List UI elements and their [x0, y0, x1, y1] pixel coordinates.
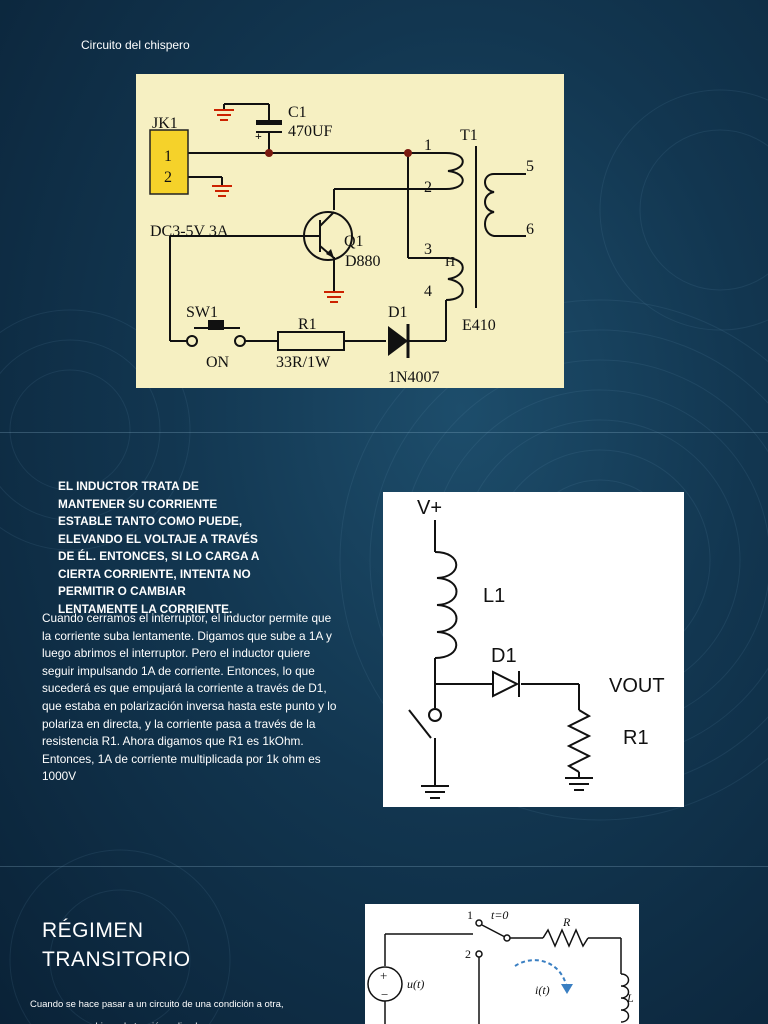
t1-h-label: H: [445, 255, 455, 270]
t1-pin6-label: 6: [526, 221, 534, 238]
r1-label: R1: [623, 727, 649, 749]
vplus-label: V+: [417, 497, 442, 519]
t1-pin2-label: 2: [424, 179, 432, 196]
source-minus: −: [381, 987, 388, 1002]
slide-separator: [0, 432, 768, 433]
d1-label: D1: [491, 645, 517, 667]
slide-regimen-transitorio: RÉGIMEN TRANSITORIO Cuando se hace pasar…: [0, 866, 768, 1024]
node2-label: 2: [465, 947, 471, 961]
inductor-explanation-text: Cuando cerramos el interruptor, el induc…: [42, 611, 337, 784]
switch-time-label: t=0: [491, 908, 508, 922]
sw1-state-label: ON: [206, 354, 230, 371]
r1-label: R1: [298, 316, 317, 333]
transitorio-text: Cuando se hace pasar a un circuito de un…: [30, 999, 284, 1024]
l-label: L: [626, 991, 634, 1005]
title-line-2: TRANSITORIO: [42, 948, 191, 971]
slide-inductor: EL INDUCTOR TRATA DE MANTENER SU CORRIEN…: [0, 432, 768, 866]
supply-label: DC3-5V 3A: [150, 223, 229, 240]
rl-circuit-diagram: 1 t=0 2 R u(t) + − i(t) L: [365, 904, 639, 1024]
t1-pin5-label: 5: [526, 158, 534, 175]
source-label: u(t): [407, 977, 424, 991]
q1-part-label: D880: [345, 253, 381, 270]
t1-pin4-label: 4: [424, 283, 432, 300]
t1-label: T1: [460, 127, 478, 144]
boost-circuit-diagram: V+ L1 D1 VOUT R1: [383, 492, 684, 807]
title-line-1: RÉGIMEN: [42, 919, 144, 942]
inductor-summary-text: EL INDUCTOR TRATA DE MANTENER SU CORRIEN…: [58, 479, 260, 616]
sw1-label: SW1: [186, 304, 218, 321]
d1-label: D1: [388, 304, 408, 321]
q1-label: Q1: [344, 233, 364, 250]
l1-label: L1: [483, 585, 505, 607]
chispero-schematic: JK1 1 2 C1 470UF + DC3-5V 3A Q1 D880 T1 …: [136, 74, 564, 388]
slide-title: RÉGIMEN TRANSITORIO: [42, 916, 191, 974]
source-plus: +: [380, 968, 387, 983]
jk1-pin2-label: 2: [164, 169, 172, 186]
c1-label: C1: [288, 104, 307, 121]
d1-part-label: 1N4007: [388, 369, 440, 386]
t1-core-label: E410: [462, 317, 496, 334]
t1-pin3-label: 3: [424, 241, 432, 258]
c1-polarity: +: [255, 129, 262, 143]
vout-label: VOUT: [609, 675, 665, 697]
current-label: i(t): [535, 983, 550, 997]
jk1-label: JK1: [152, 115, 178, 132]
jk1-pin1-label: 1: [164, 148, 172, 165]
slide-separator: [0, 866, 768, 867]
node1-label: 1: [467, 908, 473, 922]
slide-title: Circuito del chispero: [81, 38, 190, 52]
c1-value-label: 470UF: [288, 123, 333, 140]
t1-pin1-label: 1: [424, 137, 432, 154]
r-label: R: [562, 915, 571, 929]
r1-value-label: 33R/1W: [276, 354, 331, 371]
slide-chispero: Circuito del chispero: [0, 0, 768, 432]
